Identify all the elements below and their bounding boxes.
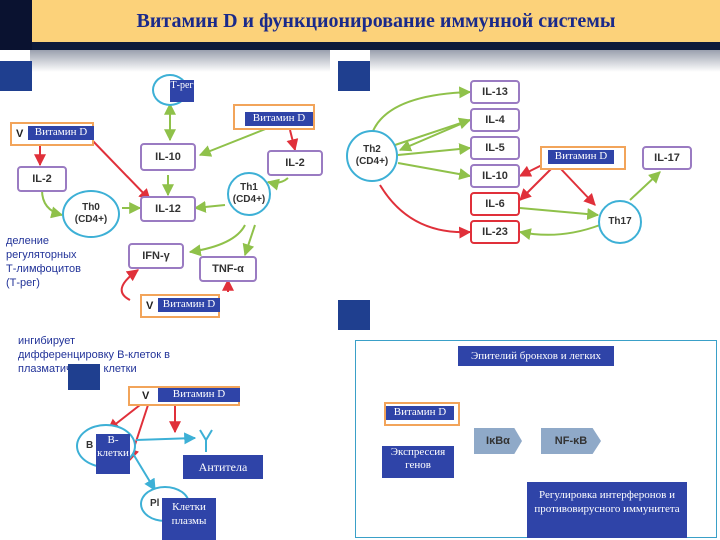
ikba-shape: IκBα xyxy=(474,428,522,454)
arrow-il6-th17 xyxy=(519,207,600,221)
ifn-label: IFN-γ xyxy=(142,250,170,262)
plasma-label: Клетки плазмы xyxy=(162,498,216,540)
th0-cell: Th0 (CD4+) xyxy=(62,190,120,238)
arrow-vitd-il2 xyxy=(286,129,299,152)
arrow-il2-th0 xyxy=(41,189,64,219)
epithelium-label: Эпителий бронхов и легких xyxy=(458,346,614,366)
il5-node: IL-5 xyxy=(470,136,520,160)
arrow-th17-il17 xyxy=(629,171,661,201)
arrow-bcell-plasma xyxy=(131,451,156,492)
il4-label: IL-4 xyxy=(485,114,505,126)
shadow-left xyxy=(30,50,330,72)
il2-right-label: IL-2 xyxy=(285,157,305,169)
treg-label: Т-рег xyxy=(170,80,194,102)
vitamin-stub-a3: V xyxy=(146,300,154,312)
il10-b-node: IL-10 xyxy=(470,164,520,188)
ikba-label: IκBα xyxy=(486,435,510,447)
arrow-th2-il23 xyxy=(379,184,472,239)
vitamin-d-label-a2: Витамин D xyxy=(28,126,94,140)
bcell-circle-text: В xyxy=(86,440,94,451)
th17-cell: Th17 xyxy=(598,200,642,244)
expression-label: Экспрессия генов xyxy=(382,446,454,478)
page-title: Витамин D и функционирование иммунной си… xyxy=(136,9,616,32)
vitamin-stub-c: V xyxy=(142,390,150,402)
arrow-th1-il12 xyxy=(193,200,226,213)
nfkb-shape: NF-κB xyxy=(541,428,601,454)
il13-node: IL-13 xyxy=(470,80,520,104)
il12-node: IL-12 xyxy=(140,196,196,222)
arrow-vitd-ifn xyxy=(120,269,139,301)
panel-a-arrows xyxy=(34,102,299,301)
tnf-node: TNF-α xyxy=(199,256,257,282)
th2-cell: Th2 (CD4+) xyxy=(346,130,398,182)
th1-cell: Th1 (CD4+) xyxy=(227,172,271,216)
il10-label: IL-10 xyxy=(155,151,181,163)
vitamin-d-label-a3: Витамин D xyxy=(158,298,220,312)
treg-note: деление регуляторных Т-лимфоцитов (Т-рег… xyxy=(6,235,81,289)
arrow-vitd-il6 xyxy=(519,167,553,201)
vitamin-d-label-d: Витамин D xyxy=(386,406,454,420)
il10-b-label: IL-10 xyxy=(482,170,508,182)
arrow-th17-il23 xyxy=(518,224,601,240)
arrow-th1-tnf xyxy=(242,224,256,257)
il13-label: IL-13 xyxy=(482,86,508,98)
vitamin-stub-a2: V xyxy=(16,128,24,140)
antibody-glyph xyxy=(199,429,213,452)
il17-label: IL-17 xyxy=(654,152,680,164)
vitamin-d-label-b: Витамин D xyxy=(548,150,614,164)
il12-label: IL-12 xyxy=(155,203,181,215)
tnf-label: TNF-α xyxy=(212,263,244,275)
il6-node: IL-6 xyxy=(470,192,520,216)
il2-left-label: IL-2 xyxy=(32,173,52,185)
header-accent-strip xyxy=(0,0,32,50)
ifn-node: IFN-γ xyxy=(128,243,184,269)
arrow-il4-th2 xyxy=(398,119,471,152)
panel-c-marker xyxy=(68,364,100,390)
arrow-vitd-il12 xyxy=(89,137,151,201)
title-bar: Витамин D и функционирование иммунной си… xyxy=(32,0,720,42)
arrow-th2-il5 xyxy=(397,143,472,156)
panel-a-marker xyxy=(0,61,32,91)
il17-node: IL-17 xyxy=(642,146,692,170)
panel-d-marker xyxy=(338,300,370,330)
panel-b-marker xyxy=(338,61,370,91)
il5-label: IL-5 xyxy=(485,142,505,154)
il2-left-node: IL-2 xyxy=(17,166,67,192)
regulation-label: Регулировка интерферонов и противовирусн… xyxy=(527,482,687,538)
panel-b-arrows xyxy=(369,86,661,240)
arrow-th2-il10 xyxy=(397,162,472,180)
antibody-label: Антитела xyxy=(183,455,263,479)
il4-node: IL-4 xyxy=(470,108,520,132)
arrow-il2-th1 xyxy=(266,177,289,191)
shadow-right xyxy=(370,50,720,72)
il6-label: IL-6 xyxy=(485,198,505,210)
arrow-bcell-antibody xyxy=(135,432,197,445)
arrow-vitd-il10 xyxy=(198,127,269,157)
arrow-vitd-th17 xyxy=(559,167,596,206)
bcell-label: В-клетки xyxy=(96,434,130,474)
il23-node: IL-23 xyxy=(470,220,520,244)
vitamin-d-label-c: Витамин D xyxy=(158,388,240,402)
arrow-th1-ifn xyxy=(188,224,246,257)
nfkb-label: NF-κB xyxy=(554,435,588,447)
il10-node: IL-10 xyxy=(140,143,196,171)
plasma-circle-text: Pl xyxy=(150,498,160,509)
vitamin-d-label-a1: Витамин D xyxy=(245,112,313,126)
il2-right-node: IL-2 xyxy=(267,150,323,176)
il23-label: IL-23 xyxy=(482,226,508,238)
